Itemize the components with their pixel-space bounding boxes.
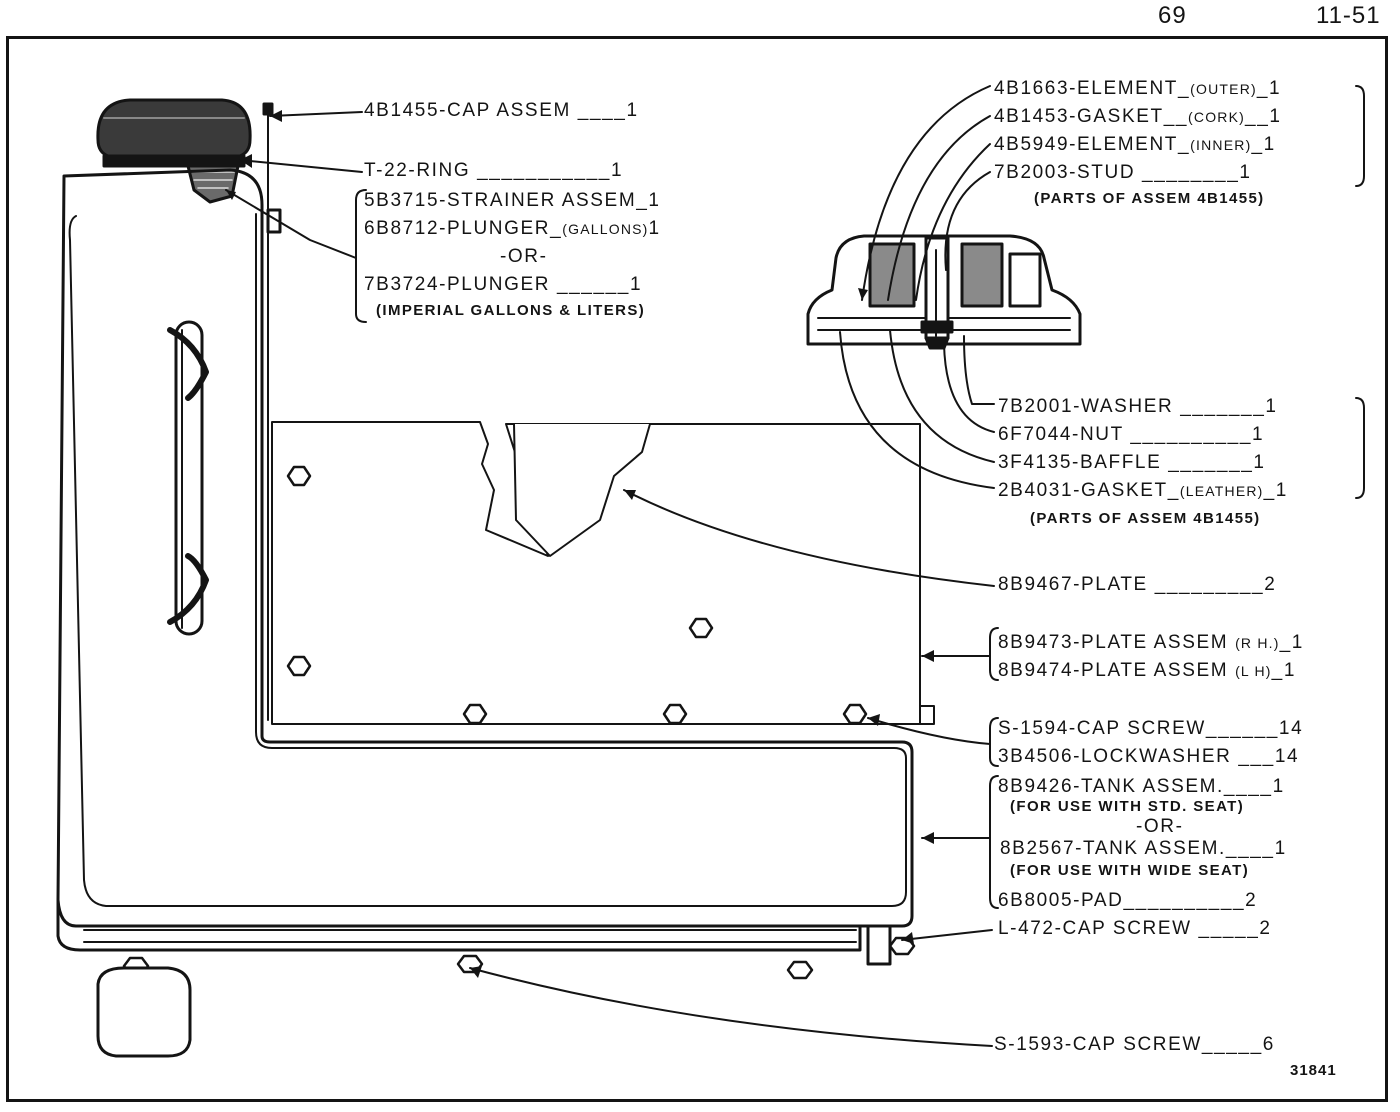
label-cap-screw-2: L-472-CAP SCREW _____2	[998, 918, 1272, 939]
page-number: 69	[1158, 2, 1187, 29]
section-code: 11-51	[1316, 2, 1381, 29]
part-qty: _1	[1271, 660, 1296, 681]
figure-number: 31841	[1290, 1062, 1337, 1079]
part-note: (OUTER)	[1190, 81, 1257, 97]
label-tank-assem-wide: 8B2567-TANK ASSEM.____1	[1000, 838, 1287, 859]
part-qty: _1	[1256, 78, 1282, 99]
part-qty: 1	[648, 218, 661, 239]
label-stud: 7B2003-STUD ________1	[994, 162, 1252, 183]
part-qty: _1	[1251, 134, 1276, 155]
arrowheads	[226, 110, 934, 978]
part-qty: _1	[1263, 480, 1288, 501]
label-parts-of-assem-top: (PARTS OF ASSEM 4B1455)	[1034, 190, 1265, 207]
label-plate: 8B9467-PLATE _________2	[998, 574, 1277, 595]
label-ring: T-22-RING ___________1	[364, 160, 624, 181]
label-tank-wide-note: (FOR USE WITH WIDE SEAT)	[1010, 862, 1250, 879]
label-element-outer: 4B1663-ELEMENT_(OUTER)_1	[994, 78, 1281, 100]
label-tank-std-note: (FOR USE WITH STD. SEAT)	[1010, 798, 1245, 815]
label-strainer-assem: 5B3715-STRAINER ASSEM_1	[364, 190, 661, 211]
drawing-frame	[6, 36, 1388, 1102]
part-note: (L H)	[1235, 663, 1272, 679]
part-note: (GALLONS)	[562, 221, 649, 237]
label-plate-assem-rh: 8B9473-PLATE ASSEM (R H.)_1	[998, 632, 1304, 654]
part-text: 8B9473-PLATE ASSEM	[998, 632, 1229, 653]
part-note: (INNER)	[1190, 137, 1252, 153]
label-brackets	[355, 85, 1365, 909]
fuel-tank	[56, 168, 914, 966]
part-qty: _1	[1279, 632, 1304, 653]
leader-lines	[225, 85, 995, 1047]
label-nut: 6F7044-NUT __________1	[998, 424, 1265, 445]
label-lockwasher: 3B4506-LOCKWASHER ___14	[998, 746, 1300, 767]
bottom-fasteners	[96, 936, 916, 1058]
label-washer: 7B2001-WASHER _______1	[998, 396, 1278, 417]
label-gasket-cork: 4B1453-GASKET__(CORK)__1	[994, 106, 1282, 128]
label-plunger-imperial-note: (IMPERIAL GALLONS & LITERS)	[376, 302, 646, 319]
label-plate-assem-lh: 8B9474-PLATE ASSEM (L H)_1	[998, 660, 1296, 682]
cap-section-detail	[806, 234, 1082, 350]
side-plate	[271, 421, 935, 725]
part-note: (R H.)	[1235, 635, 1280, 651]
part-text: 2B4031-GASKET_	[998, 480, 1180, 501]
part-qty: __1	[1245, 106, 1282, 127]
part-text: 8B9474-PLATE ASSEM	[998, 660, 1229, 681]
part-text: 4B1663-ELEMENT_	[994, 78, 1191, 99]
part-note: (CORK)	[1188, 109, 1246, 125]
label-or-plunger: -OR-	[500, 246, 548, 267]
part-text: 4B5949-ELEMENT_	[994, 134, 1191, 155]
label-element-inner: 4B5949-ELEMENT_(INNER)_1	[994, 134, 1276, 156]
label-cap-assem: 4B1455-CAP ASSEM ____1	[364, 100, 639, 121]
label-or-tank: -OR-	[1136, 816, 1184, 837]
label-plunger-imperial: 7B3724-PLUNGER ______1	[364, 274, 643, 295]
label-gasket-leather: 2B4031-GASKET_(LEATHER)_1	[998, 480, 1288, 502]
label-parts-of-assem-bottom: (PARTS OF ASSEM 4B1455)	[1030, 510, 1261, 527]
part-text: 6B8712-PLUNGER_	[364, 218, 563, 239]
label-tank-assem-std: 8B9426-TANK ASSEM.____1	[998, 776, 1285, 797]
tank-handle	[167, 320, 209, 636]
label-cap-screw-14: S-1594-CAP SCREW______14	[998, 718, 1304, 739]
label-cap-screw-6: S-1593-CAP SCREW_____6	[994, 1034, 1275, 1055]
label-plunger-gallons: 6B8712-PLUNGER_(GALLONS)1	[364, 218, 661, 240]
label-baffle: 3F4135-BAFFLE _______1	[998, 452, 1266, 473]
filler-cap	[96, 98, 252, 168]
label-pad: 6B8005-PAD__________2	[998, 890, 1258, 911]
part-text: 4B1453-GASKET__	[994, 106, 1189, 127]
strainer	[186, 164, 240, 204]
part-note: (LEATHER)	[1179, 483, 1264, 499]
